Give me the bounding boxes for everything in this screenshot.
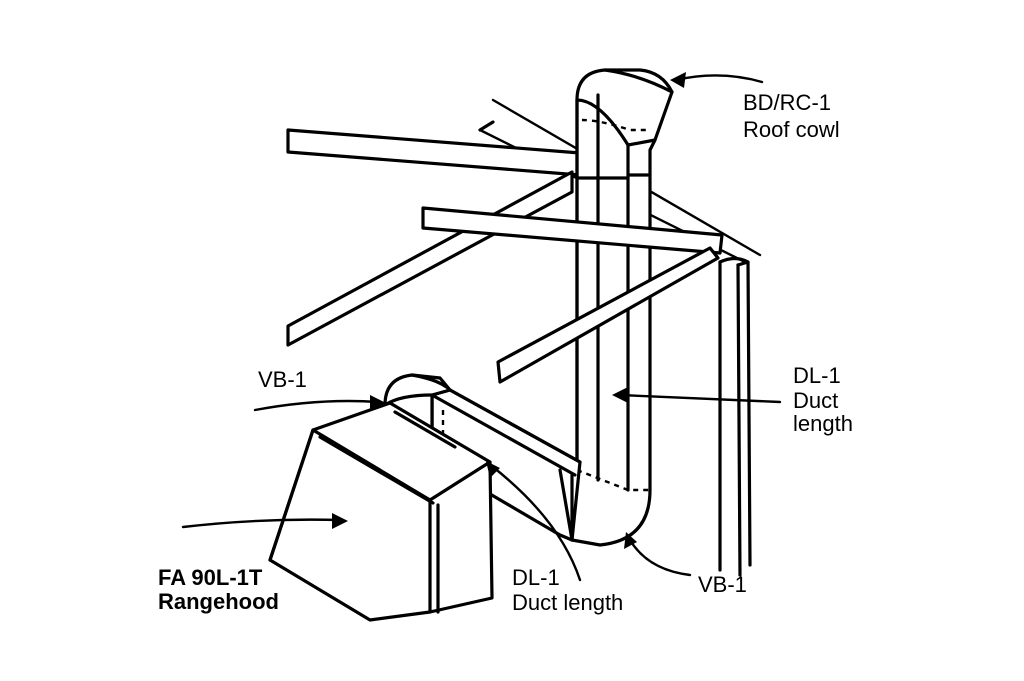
vertical-duct-name-line1: Duct	[793, 388, 838, 413]
horizontal-duct-name-label: Duct length	[512, 590, 623, 615]
vertical-duct-code-label: DL-1	[793, 363, 841, 388]
horizontal-duct-code-label: DL-1	[512, 565, 560, 590]
rangehood	[268, 401, 494, 622]
hood-bend-code-label: VB-1	[258, 367, 307, 392]
joist-lower-left	[286, 170, 574, 347]
joist-lower-center	[496, 246, 720, 384]
roof-cowl-code-label: BD/RC-1	[743, 90, 831, 115]
rangehood-name-label: Rangehood	[158, 589, 279, 614]
lower-bend-code-label: VB-1	[698, 572, 747, 597]
wall-post	[718, 256, 752, 577]
rafter-middle	[421, 206, 724, 255]
leader-arrows	[181, 72, 782, 582]
rangehood-code-label: FA 90L-1T	[158, 565, 263, 590]
rafter-upper-left	[286, 128, 582, 177]
roof-cowl-name-label: Roof cowl	[743, 117, 840, 142]
vertical-duct-name-line2: length	[793, 411, 853, 436]
